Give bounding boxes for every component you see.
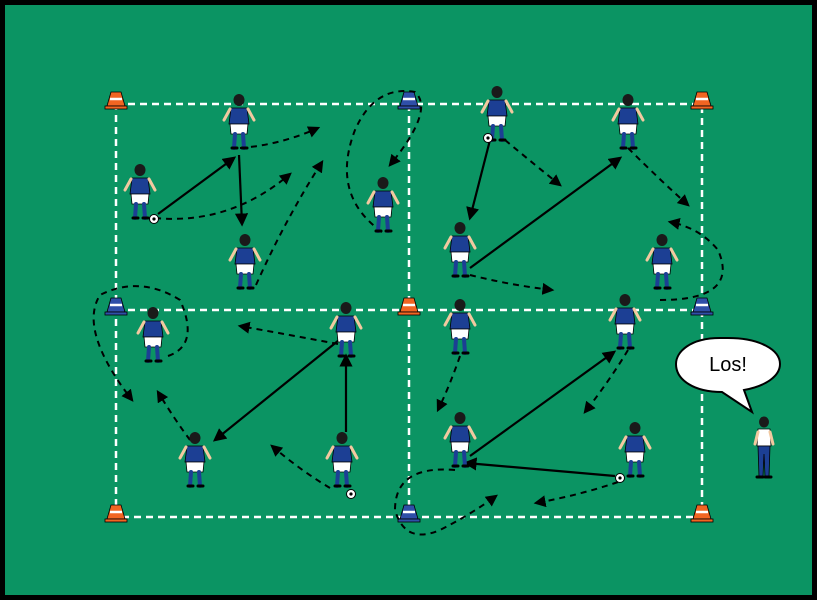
run-arrow [156,389,191,441]
ball-icon [615,473,625,483]
run-arrow [504,139,562,187]
run-arrow [270,444,331,489]
run-arrow [583,349,629,414]
run-arrow [659,218,724,301]
pass-arrow [234,154,249,227]
pass-arrow [469,156,623,269]
speech-bubble: Los! [674,337,782,415]
pass-arrow [466,139,492,221]
ball-icon [149,214,159,224]
pass-arrow [157,156,237,215]
run-arrow [92,285,189,402]
run-arrow [436,355,461,413]
speech-bubble-text: Los! [709,354,747,376]
ball-icon [483,133,493,143]
pass-arrow [463,457,616,478]
pass-arrows [157,139,623,478]
pass-arrow [212,335,345,442]
run-arrows [92,90,724,536]
ball-icon [346,489,356,499]
run-arrow [237,321,339,345]
run-arrow [255,159,324,286]
pass-arrow [469,350,617,457]
